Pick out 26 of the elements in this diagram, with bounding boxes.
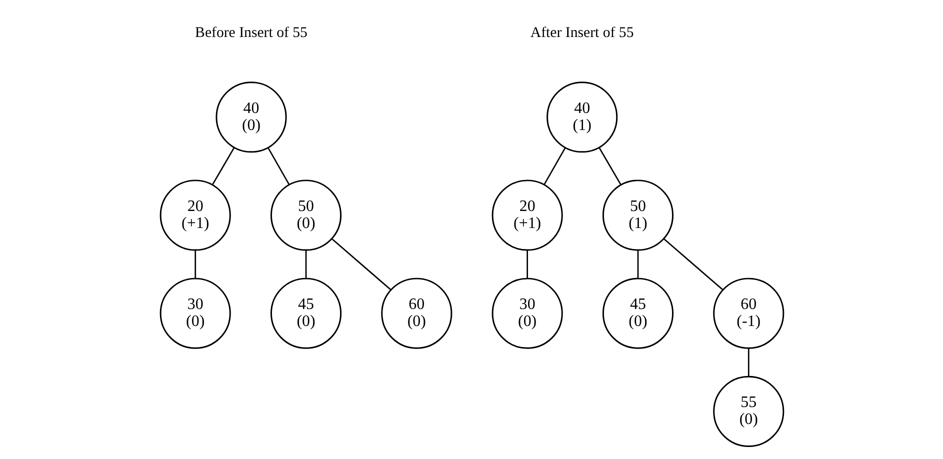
connector: [543, 148, 566, 185]
node-circle: 20 (+1): [491, 180, 562, 251]
node-circle: 45 (0): [602, 278, 674, 349]
label: After Insert of 55: [530, 25, 634, 42]
node-circle: 60 (-1): [712, 278, 784, 349]
node-circle: 30 (0): [159, 278, 230, 349]
connector: [331, 238, 391, 290]
node-circle: 50 (1): [602, 180, 674, 251]
connector: [663, 238, 723, 290]
connector: [636, 250, 638, 278]
node-circle: 60 (0): [380, 278, 452, 349]
connector: [598, 147, 621, 186]
node-circle: 40 (1): [546, 82, 618, 153]
connector: [304, 250, 306, 278]
connector: [267, 148, 290, 185]
connector: [526, 250, 528, 278]
node-circle: 30 (0): [491, 278, 562, 349]
connector: [194, 250, 196, 278]
label: Before Insert of 55: [194, 25, 307, 42]
connector: [747, 348, 749, 376]
node-circle: 20 (+1): [159, 180, 230, 251]
node-circle: 45 (0): [270, 278, 342, 349]
connector: [211, 147, 234, 186]
node-circle: 55 (0): [712, 376, 784, 447]
node-circle: 40 (0): [215, 82, 286, 153]
node-circle: 50 (0): [270, 180, 342, 251]
